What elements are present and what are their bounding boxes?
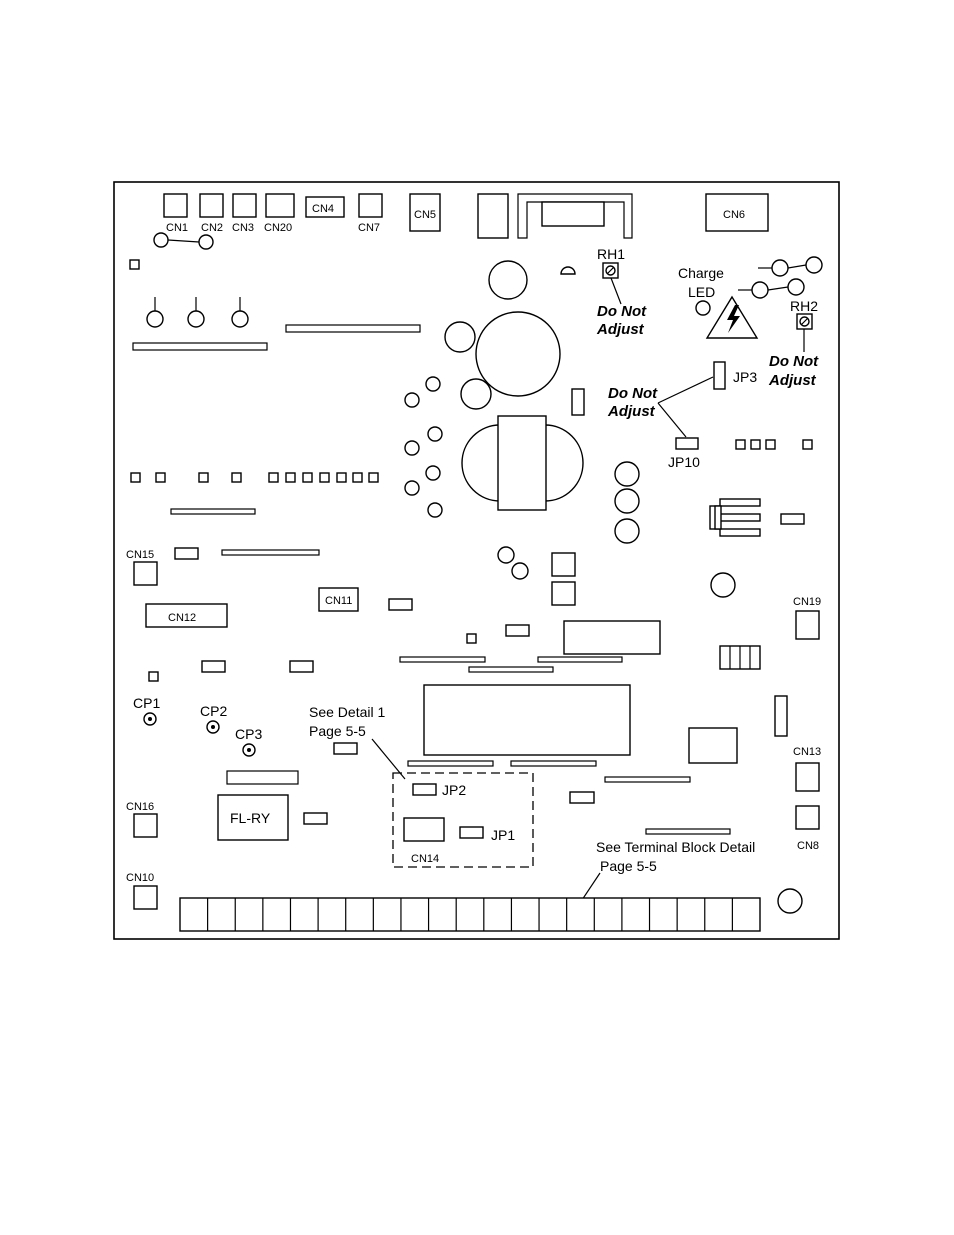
connector-cn3: CN3 xyxy=(232,194,256,234)
connector-cn1: CN1 xyxy=(164,194,188,234)
connector-cn6: CN6 xyxy=(706,194,768,231)
connector-cn8: CN8 xyxy=(796,806,819,852)
svg-text:CN1: CN1 xyxy=(166,222,188,234)
svg-text:See Detail 1: See Detail 1 xyxy=(309,704,385,720)
svg-text:CN4: CN4 xyxy=(312,203,334,215)
connector-cn2: CN2 xyxy=(200,194,223,234)
svg-text:CN8: CN8 xyxy=(797,840,819,852)
svg-text:JP2: JP2 xyxy=(442,782,466,798)
svg-text:Page 5-5: Page 5-5 xyxy=(600,858,657,874)
svg-text:Page 5-5: Page 5-5 xyxy=(309,723,366,739)
svg-text:CP2: CP2 xyxy=(200,703,227,719)
svg-text:CN19: CN19 xyxy=(793,596,821,608)
connector-cn13: CN13 xyxy=(793,746,821,791)
svg-text:Do Not: Do Not xyxy=(608,385,658,402)
connector-cn7: CN7 xyxy=(358,194,382,234)
svg-text:CN20: CN20 xyxy=(264,222,292,234)
svg-text:CN5: CN5 xyxy=(414,209,436,221)
svg-text:RH1: RH1 xyxy=(597,246,625,262)
component-block xyxy=(478,194,508,238)
terminal-block xyxy=(180,898,760,931)
svg-text:CN14: CN14 xyxy=(411,853,439,865)
svg-text:JP10: JP10 xyxy=(668,454,700,470)
transformer xyxy=(462,416,583,510)
svg-text:Adjust: Adjust xyxy=(596,321,645,338)
svg-text:CP1: CP1 xyxy=(133,695,160,711)
svg-text:FL-RY: FL-RY xyxy=(230,810,271,826)
svg-text:RH2: RH2 xyxy=(790,298,818,314)
svg-text:CN11: CN11 xyxy=(325,595,352,607)
svg-text:Adjust: Adjust xyxy=(768,372,817,389)
connector-cn19: CN19 xyxy=(793,596,821,639)
svg-text:CN2: CN2 xyxy=(201,222,223,234)
svg-text:LED: LED xyxy=(688,284,715,300)
pin-header xyxy=(720,646,760,669)
svg-text:CN12: CN12 xyxy=(168,612,196,624)
connector-cn4: CN4 xyxy=(306,197,344,217)
svg-text:Do Not: Do Not xyxy=(769,353,819,370)
svg-text:CN7: CN7 xyxy=(358,222,380,234)
svg-text:JP1: JP1 xyxy=(491,827,515,843)
svg-text:CN3: CN3 xyxy=(232,222,254,234)
svg-text:Do Not: Do Not xyxy=(597,303,647,320)
svg-text:See Terminal Block Detail: See Terminal Block Detail xyxy=(596,839,755,855)
svg-text:CN15: CN15 xyxy=(126,549,154,561)
svg-text:Adjust: Adjust xyxy=(607,403,656,420)
terminal-block-body xyxy=(180,898,760,931)
svg-text:CN10: CN10 xyxy=(126,872,154,884)
connector-cn20: CN20 xyxy=(264,194,294,234)
svg-text:Charge: Charge xyxy=(678,265,724,281)
connector-cn12: CN12 xyxy=(146,604,227,627)
svg-text:JP3: JP3 xyxy=(733,369,757,385)
svg-text:CN13: CN13 xyxy=(793,746,821,758)
connector-cn5: CN5 xyxy=(410,194,440,231)
svg-text:CP3: CP3 xyxy=(235,726,262,742)
relay-fl-ry: FL-RY xyxy=(218,795,288,840)
svg-text:CN6: CN6 xyxy=(723,209,745,221)
svg-text:CN16: CN16 xyxy=(126,801,154,813)
connector-cn11: CN11 xyxy=(319,588,358,611)
